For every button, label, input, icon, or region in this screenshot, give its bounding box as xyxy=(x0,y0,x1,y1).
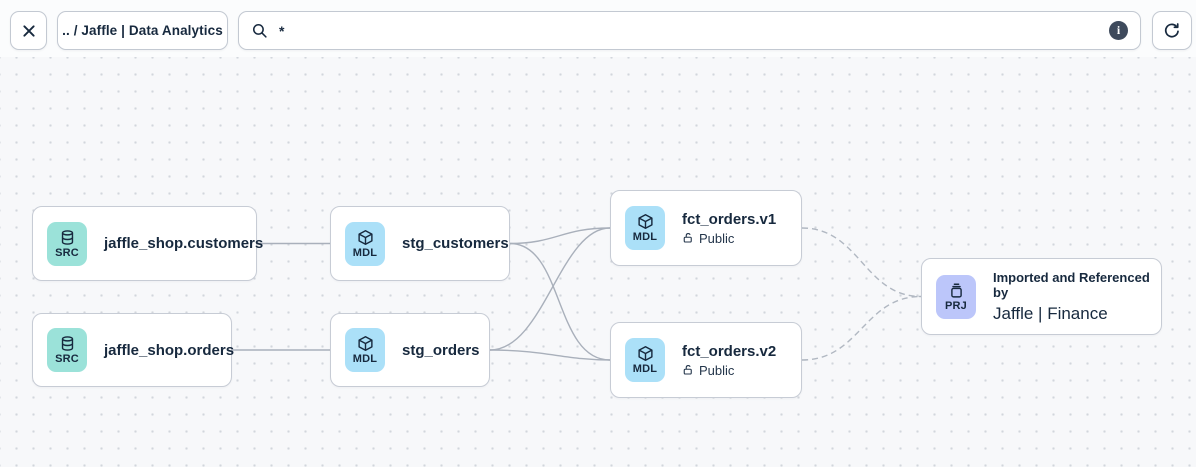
close-icon xyxy=(21,23,37,39)
database-icon xyxy=(59,335,76,352)
badge-label: SRC xyxy=(55,353,79,365)
model-badge: MDL xyxy=(345,221,385,266)
node-caption: Imported and Referenced by xyxy=(993,269,1150,300)
node-fct-orders-v2[interactable]: MDL fct_orders.v2 Public xyxy=(610,322,802,398)
badge-label: SRC xyxy=(55,246,79,259)
source-badge: SRC xyxy=(47,328,87,372)
edge-v2-project xyxy=(801,295,922,361)
node-title: jaffle_shop.customers xyxy=(104,235,264,252)
badge-label: MDL xyxy=(352,246,378,259)
model-badge: MDL xyxy=(345,328,385,372)
badge-label: MDL xyxy=(632,363,658,375)
model-badge: MDL xyxy=(625,206,665,250)
refresh-icon xyxy=(1163,22,1181,40)
visibility-row: Public xyxy=(682,231,776,246)
info-icon[interactable]: i xyxy=(1109,21,1128,40)
project-badge: PRJ xyxy=(936,274,976,319)
search-input[interactable] xyxy=(279,22,1098,39)
edge-stgcustomers-v1 xyxy=(509,227,611,245)
node-title: stg_orders xyxy=(402,341,480,359)
source-badge: SRC xyxy=(47,221,87,266)
edge-stgorders-v1 xyxy=(489,227,611,351)
node-title: stg_customers xyxy=(402,235,509,252)
visibility-label: Public xyxy=(699,362,735,378)
database-icon xyxy=(59,229,76,246)
node-project-jaffle-finance[interactable]: PRJ Imported and Referenced by Jaffle | … xyxy=(921,258,1162,335)
unlock-icon xyxy=(682,232,694,244)
edge-v1-project xyxy=(801,227,922,298)
toolbar: .. / Jaffle | Data Analytics i xyxy=(0,0,1196,57)
badge-label: PRJ xyxy=(945,299,967,312)
node-title: fct_orders.v1 xyxy=(682,210,777,228)
unlock-icon xyxy=(682,364,694,376)
breadcrumb[interactable]: .. / Jaffle | Data Analytics xyxy=(57,11,228,50)
edge-stgorders-v2 xyxy=(489,349,611,361)
cube-icon xyxy=(357,335,374,352)
cube-icon xyxy=(637,345,654,362)
visibility-row: Public xyxy=(682,363,776,378)
node-jaffle-shop-orders[interactable]: SRC jaffle_shop.orders xyxy=(32,313,235,387)
project-jar-icon xyxy=(948,282,965,299)
visibility-label: Public xyxy=(699,230,735,246)
edge-stgcustomers-v2 xyxy=(509,242,611,361)
node-jaffle-shop-customers[interactable]: SRC jaffle_shop.customers xyxy=(32,206,263,281)
badge-label: MDL xyxy=(352,353,378,365)
badge-label: MDL xyxy=(632,231,658,243)
model-badge: MDL xyxy=(625,338,665,382)
search-bar[interactable]: i xyxy=(238,11,1141,50)
cube-icon xyxy=(357,229,374,246)
node-title: Jaffle | Finance xyxy=(993,303,1108,323)
node-title: jaffle_shop.orders xyxy=(104,341,235,359)
cube-icon xyxy=(637,213,654,230)
refresh-button[interactable] xyxy=(1152,11,1192,50)
node-stg-customers[interactable]: MDL stg_customers xyxy=(330,206,510,281)
node-stg-orders[interactable]: MDL stg_orders xyxy=(330,313,490,387)
close-button[interactable] xyxy=(10,11,47,50)
search-icon xyxy=(251,22,268,39)
node-title: fct_orders.v2 xyxy=(682,342,777,360)
node-fct-orders-v1[interactable]: MDL fct_orders.v1 Public xyxy=(610,190,802,266)
